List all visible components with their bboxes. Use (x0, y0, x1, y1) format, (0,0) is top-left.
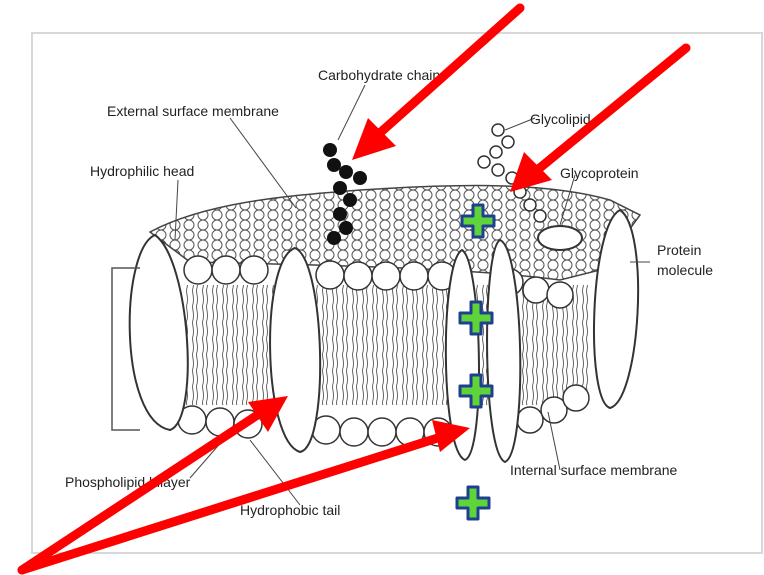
label-glycolipid: Glycolipid (530, 111, 591, 127)
label-protein-molecule-line1: Protein (657, 242, 701, 258)
label-glycoprotein: Glycoprotein (560, 165, 639, 181)
label-hydrophobic-tail: Hydrophobic tail (240, 502, 340, 518)
label-protein-molecule-line2: molecule (657, 262, 713, 278)
label-internal-surface-membrane: Internal surface membrane (510, 462, 678, 478)
label-hydrophilic-head: Hydrophilic head (90, 163, 194, 179)
peripheral-protein (538, 226, 582, 250)
hydrophobic-region (185, 285, 590, 405)
label-carbohydrate-chain: Carbohydrate chain (318, 67, 440, 83)
label-external-surface-membrane: External surface membrane (107, 103, 279, 119)
